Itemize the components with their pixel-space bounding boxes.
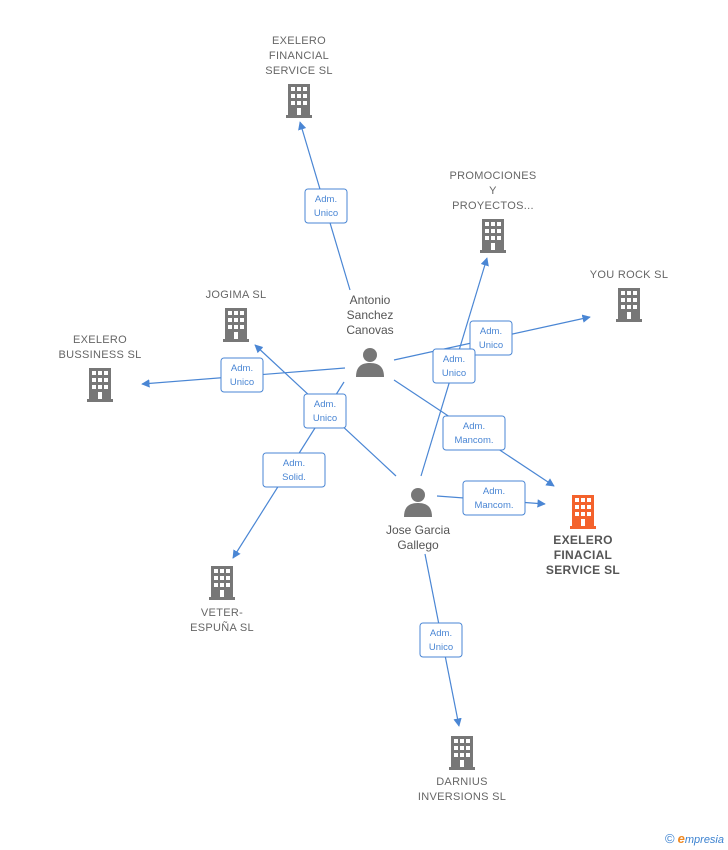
node-exelero-bussiness[interactable]: EXELERO BUSSINESS SL bbox=[58, 334, 141, 402]
node-label-line: PROMOCIONES bbox=[449, 170, 536, 182]
node-promociones[interactable]: PROMOCIONES Y PROYECTOS... bbox=[449, 170, 536, 253]
brand-initial: e bbox=[677, 831, 685, 846]
node-label-line: EXELERO bbox=[272, 35, 326, 47]
edge-role-label[interactable]: Adm. Unico bbox=[432, 348, 476, 384]
edge-label-line: Adm. bbox=[483, 486, 505, 497]
building-icon bbox=[570, 495, 596, 529]
edge-label-line: Solid. bbox=[282, 472, 306, 483]
edge-label-box bbox=[419, 622, 463, 658]
edge-role-label[interactable]: Adm. Unico bbox=[469, 320, 513, 356]
node-label-line: VETER- bbox=[201, 607, 243, 619]
node-label-line: Jose Garcia bbox=[386, 523, 450, 537]
node-label-line: YOU ROCK SL bbox=[590, 269, 669, 281]
building-icon bbox=[480, 219, 506, 253]
edge-label-line: Mancom. bbox=[474, 500, 513, 511]
edge-label-box bbox=[262, 452, 326, 488]
edge-label-line: Adm. bbox=[314, 399, 336, 410]
edge-label-line: Unico bbox=[314, 208, 338, 219]
edge-label-line: Unico bbox=[429, 642, 453, 653]
building-icon bbox=[449, 736, 475, 770]
edge-label-line: Unico bbox=[313, 413, 337, 424]
edge-role-label[interactable]: Adm. Unico bbox=[220, 357, 264, 393]
edge-label-line: Adm. bbox=[430, 628, 452, 639]
edge-role-label[interactable]: Adm. Unico bbox=[303, 393, 347, 429]
node-label-line: EXELERO bbox=[553, 533, 612, 547]
node-label-line: Canovas bbox=[346, 323, 393, 337]
edge-label-line: Adm. bbox=[480, 326, 502, 337]
node-label-line: SERVICE SL bbox=[265, 65, 333, 77]
edge-label-line: Unico bbox=[479, 340, 503, 351]
building-icon bbox=[87, 368, 113, 402]
edge-label-line: Mancom. bbox=[454, 435, 493, 446]
node-label-line: Sanchez bbox=[347, 308, 394, 322]
node-you-rock[interactable]: YOU ROCK SL bbox=[590, 269, 669, 322]
edge-jose-exelero-finacial-main[interactable]: Adm. Mancom. bbox=[436, 480, 546, 516]
edge-label-line: Adm. bbox=[231, 363, 253, 374]
edge-label-line: Adm. bbox=[283, 458, 305, 469]
building-icon bbox=[286, 84, 312, 118]
edges-layer: Adm.UnicoAdm.UnicoAdm.UnicoAdm.Mancom.Ad… bbox=[141, 121, 591, 727]
building-icon bbox=[209, 566, 235, 600]
node-label-line: DARNIUS bbox=[436, 776, 488, 788]
node-label-line: EXELERO bbox=[73, 334, 127, 346]
node-label-line: Y bbox=[489, 185, 497, 197]
edge-label-box bbox=[442, 415, 506, 451]
edge-role-label[interactable]: Adm. Mancom. bbox=[442, 415, 506, 451]
node-veter[interactable]: VETER- ESPUÑA SL bbox=[190, 566, 254, 634]
edge-label-line: Adm. bbox=[315, 194, 337, 205]
copyright-icon: © bbox=[664, 831, 675, 846]
edge-label-box bbox=[469, 320, 513, 356]
edge-jose-promociones[interactable]: Adm. Unico bbox=[420, 257, 489, 477]
node-label-line: INVERSIONS SL bbox=[418, 791, 506, 803]
edge-antonio-you-rock[interactable]: Adm. Unico bbox=[393, 314, 591, 361]
building-icon bbox=[223, 308, 249, 342]
person-icon bbox=[404, 488, 432, 517]
edge-antonio-exelero-financial-top[interactable]: Adm. Unico bbox=[298, 121, 351, 291]
building-icon bbox=[616, 288, 642, 322]
edge-label-line: Unico bbox=[230, 377, 254, 388]
node-label-line: ESPUÑA SL bbox=[190, 621, 254, 634]
person-icon bbox=[356, 348, 384, 377]
edge-role-label[interactable]: Adm. Solid. bbox=[262, 452, 326, 488]
edge-antonio-exelero-finacial-main[interactable]: Adm. Mancom. bbox=[393, 379, 555, 487]
edge-label-box bbox=[220, 357, 264, 393]
node-label-line: Antonio bbox=[350, 293, 391, 307]
edge-jose-darnius[interactable]: Adm. Unico bbox=[419, 553, 463, 727]
footer-brand[interactable]: © empresia bbox=[665, 831, 724, 846]
node-darnius[interactable]: DARNIUS INVERSIONS SL bbox=[418, 736, 506, 803]
node-label-line: PROYECTOS... bbox=[452, 200, 534, 212]
node-label-line: FINACIAL bbox=[554, 548, 612, 562]
node-label-line: BUSSINESS SL bbox=[58, 349, 141, 361]
edge-label-box bbox=[303, 393, 347, 429]
node-label-line: SERVICE SL bbox=[546, 563, 620, 577]
edge-label-box bbox=[304, 188, 348, 224]
edge-label-line: Unico bbox=[442, 368, 466, 379]
node-exelero-financial-top[interactable]: EXELERO FINANCIAL SERVICE SL bbox=[265, 35, 333, 118]
edge-antonio-exelero-bussiness[interactable]: Adm. Unico bbox=[141, 357, 346, 393]
brand-name: mpresia bbox=[684, 834, 724, 846]
edge-label-line: Adm. bbox=[443, 354, 465, 365]
edge-role-label[interactable]: Adm. Mancom. bbox=[462, 480, 526, 516]
edge-role-label[interactable]: Adm. Unico bbox=[304, 188, 348, 224]
node-label-line: JOGIMA SL bbox=[206, 289, 267, 301]
edge-label-box bbox=[462, 480, 526, 516]
edge-label-line: Adm. bbox=[463, 421, 485, 432]
edge-role-label[interactable]: Adm. Unico bbox=[419, 622, 463, 658]
edge-jose-jogima[interactable]: Adm. Unico bbox=[254, 344, 397, 477]
edge-label-box bbox=[432, 348, 476, 384]
node-jogima[interactable]: JOGIMA SL bbox=[206, 289, 267, 342]
node-label-line: Gallego bbox=[397, 538, 439, 552]
node-label-line: FINANCIAL bbox=[269, 50, 329, 62]
